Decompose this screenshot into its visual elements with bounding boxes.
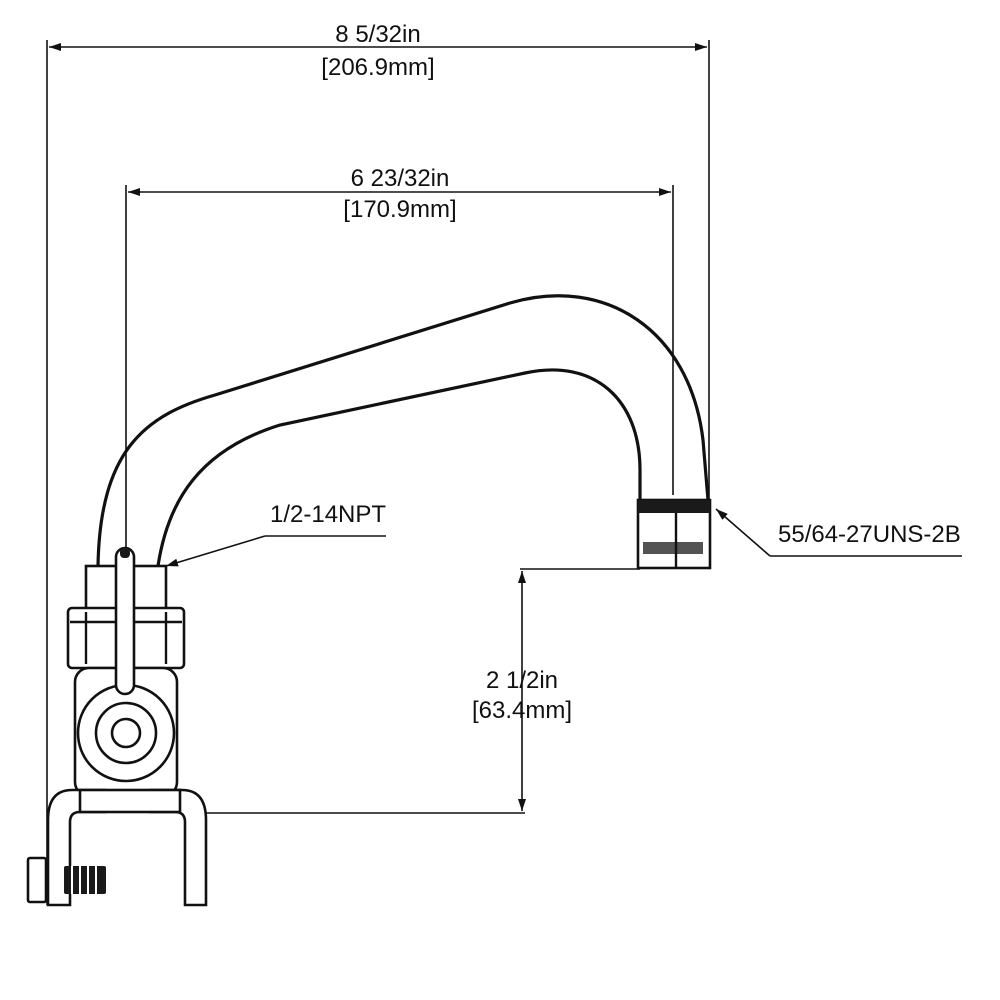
spout-height-metric-label: [63.4mm] xyxy=(472,697,572,724)
inlet-thread-callout: 1/2-14NPT xyxy=(165,501,386,567)
mounting-bracket xyxy=(26,788,208,907)
spout-reach-dimension: 6 23/32in [170.9mm] xyxy=(125,165,674,810)
outlet-thread-callout: 55/64-27UNS-2B xyxy=(715,508,962,557)
valve-bonnet-center xyxy=(110,717,142,749)
spout-tube xyxy=(96,294,710,567)
spout-outer-contour xyxy=(96,294,710,567)
bracket-crossbar xyxy=(78,788,182,814)
overall-width-dimension: 8 5/32in [206.9mm] xyxy=(46,21,710,905)
spout-height-imperial-label: 2 1/2in xyxy=(486,667,558,694)
aerator-marking xyxy=(643,542,703,554)
inlet-thread-leader xyxy=(165,535,266,567)
thumbscrew-shaft xyxy=(64,866,106,894)
aerator-band xyxy=(638,500,710,513)
outlet-thread-leader xyxy=(715,508,771,557)
spout-height-dimension: 2 1/2in [63.4mm] xyxy=(185,568,640,814)
thumbscrew-head xyxy=(26,856,48,904)
faucet-body xyxy=(66,546,186,798)
aerator-outlet xyxy=(636,498,712,570)
lever-handle-tip xyxy=(120,548,130,558)
spout-inner-contour xyxy=(156,368,642,567)
overall-width-imperial-label: 8 5/32in xyxy=(335,21,420,48)
overall-width-metric-label: [206.9mm] xyxy=(321,54,434,81)
inlet-thread-label: 1/2-14NPT xyxy=(270,501,386,528)
outlet-thread-label: 55/64-27UNS-2B xyxy=(778,521,961,548)
spout-reach-imperial-label: 6 23/32in xyxy=(351,165,450,192)
spout-reach-metric-label: [170.9mm] xyxy=(343,196,456,223)
lever-handle xyxy=(114,546,136,696)
